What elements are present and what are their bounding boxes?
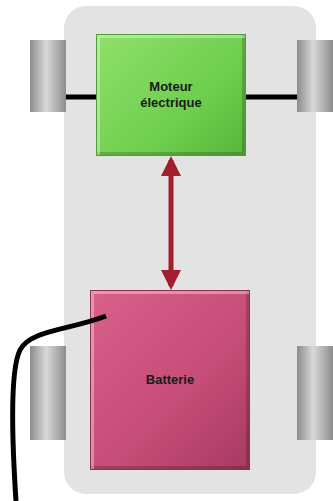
wheel <box>297 40 333 112</box>
wheel <box>30 346 66 440</box>
energy-flow-arrow <box>169 160 174 286</box>
battery-box: Batterie <box>90 290 250 470</box>
component-label: Moteur électrique <box>126 79 216 111</box>
component-label: Batterie <box>146 372 194 388</box>
wheel <box>30 40 66 112</box>
chassis <box>64 6 316 494</box>
motor-box: Moteur électrique <box>96 34 246 156</box>
wheel <box>297 346 333 440</box>
